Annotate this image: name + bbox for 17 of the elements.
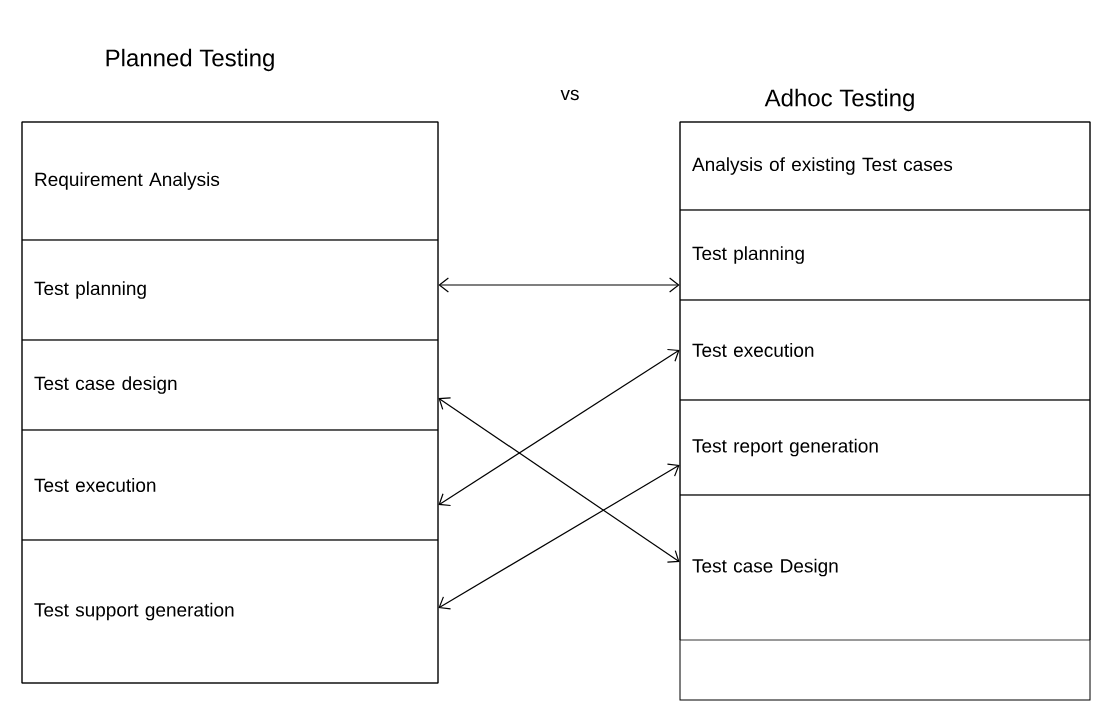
row-box: Test case Design [679,494,1091,641]
row-box: Requirement Analysis [21,121,439,241]
node-label: Adhoc Testing [764,88,914,112]
arrow [438,348,680,507]
row-box: Test support generation [21,539,439,684]
row-box: Test case design [21,339,439,431]
row-box: Test execution [679,299,1091,401]
arrow [438,397,680,563]
row-box: Test planning [679,209,1091,301]
row-box: Analysis of existing Test cases [679,121,1091,211]
row-box: Test execution [21,429,439,541]
row-box: Test report generation [679,399,1091,496]
arrow [438,463,680,610]
row-box: Test planning [21,239,439,341]
arrow [438,277,680,293]
vs-label: vs [560,89,579,101]
node-label: Planned Testing [106,48,274,72]
